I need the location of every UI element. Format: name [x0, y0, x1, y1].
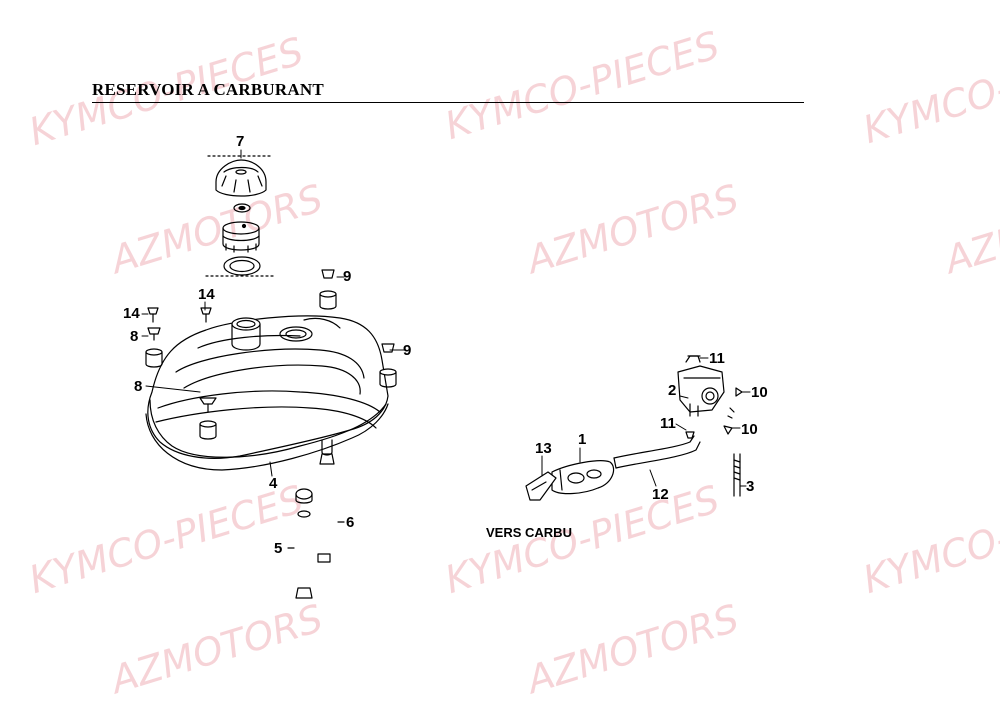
callout-11: 11 [660, 415, 676, 432]
filler-neck [222, 221, 260, 253]
hose-clip [525, 471, 557, 501]
callout-4: 4 [269, 475, 278, 492]
parts-diagram: KYMCO-PIECES KYMCO-PIECES KYMCO-PIECES A… [24, 23, 1000, 702]
diagram-title: RESERVOIR A CARBURANT [92, 80, 324, 99]
callout-14: 14 [198, 286, 215, 303]
callout-9: 9 [403, 342, 412, 359]
callout-1: 1 [578, 431, 587, 448]
vers-carbu-note: VERS CARBU [486, 525, 572, 540]
fuel-filter [551, 460, 615, 495]
fuel-hose [613, 435, 701, 469]
callout-2: 2 [668, 382, 677, 399]
callout-7: 7 [236, 133, 245, 150]
exploded-view-drawing [141, 149, 751, 599]
filler-seal-ring [223, 256, 261, 276]
callout-3: 3 [746, 478, 755, 495]
leader-lines-right [541, 357, 751, 487]
callout-9: 9 [343, 268, 352, 285]
callout-5: 5 [274, 540, 283, 557]
fuel-cock-screw [723, 425, 733, 435]
callout-13: 13 [535, 440, 552, 457]
tank-outlet-parts [287, 453, 345, 599]
tank-grommets [145, 290, 397, 440]
cap-gasket [233, 203, 251, 213]
callout-6: 6 [346, 514, 355, 531]
tank-bolts [147, 269, 395, 413]
callout-10: 10 [751, 384, 768, 401]
callout-10: 10 [741, 421, 758, 438]
callout-8: 8 [130, 328, 139, 345]
leader-lines-left [141, 149, 405, 477]
fuel-cap [207, 155, 273, 197]
callout-8: 8 [134, 378, 143, 395]
fuel-tank [145, 315, 389, 471]
mounting-stud [733, 453, 741, 497]
fuel-cock-screw [735, 387, 743, 397]
callout-11: 11 [709, 350, 725, 367]
fuel-cock [677, 355, 725, 417]
title-underline [92, 102, 804, 103]
callout-12: 12 [652, 486, 669, 503]
callout-14: 14 [123, 305, 140, 322]
